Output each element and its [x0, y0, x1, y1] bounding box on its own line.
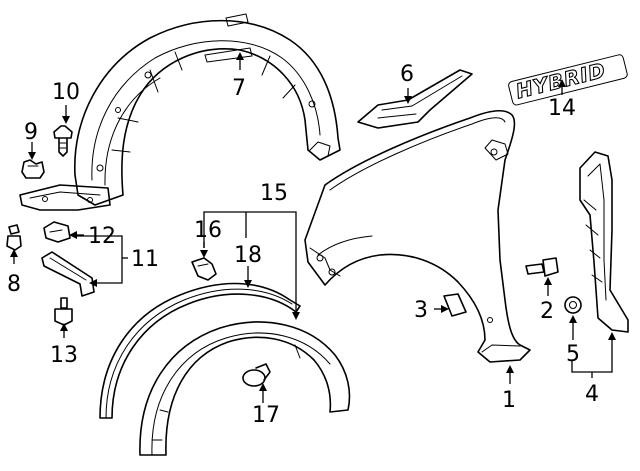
clip-part-9 [21, 159, 45, 179]
callout-labels: 7 6 14 10 9 8 12 11 13 16 15 18 17 3 1 2… [7, 62, 599, 428]
callout-17: 17 [252, 403, 280, 428]
callout-14: 14 [548, 96, 576, 121]
clip-part-16 [191, 257, 217, 281]
fender-panel-part-1 [304, 109, 531, 363]
callout-13: 13 [50, 343, 78, 368]
callout-1: 1 [502, 388, 516, 413]
leader-lines [10, 52, 616, 403]
callout-12: 12 [88, 224, 116, 249]
bracket-part-6 [357, 69, 473, 129]
callout-15: 15 [260, 181, 288, 206]
callout-7: 7 [232, 76, 246, 101]
callout-9: 9 [24, 120, 38, 145]
fastener-part-17 [242, 363, 271, 387]
callout-4: 4 [585, 382, 599, 407]
callout-18: 18 [234, 243, 262, 268]
seal-part-4 [579, 151, 629, 333]
callout-2: 2 [540, 299, 554, 324]
bracket-part-12 [43, 221, 71, 243]
bracket-part-11 [41, 251, 95, 297]
grommet-part-5 [564, 296, 582, 314]
arch-molding-part-15 [139, 321, 351, 456]
fender-liner-part-7 [74, 13, 341, 206]
callout-3: 3 [414, 298, 428, 323]
callout-8: 8 [7, 272, 21, 297]
molding-part-18 [99, 282, 301, 419]
callout-10: 10 [52, 80, 80, 105]
callout-16: 16 [194, 218, 222, 243]
lower-shield [19, 184, 111, 211]
callout-5: 5 [566, 342, 580, 367]
bolt-part-13 [54, 297, 73, 326]
pad-part-3 [443, 293, 467, 317]
bolt-part-2 [525, 257, 559, 277]
bolt-part-8 [6, 224, 22, 251]
callout-11: 11 [131, 247, 159, 272]
push-rivet-part-10 [53, 125, 73, 157]
emblem-outline [508, 54, 628, 106]
callout-6: 6 [400, 62, 414, 87]
